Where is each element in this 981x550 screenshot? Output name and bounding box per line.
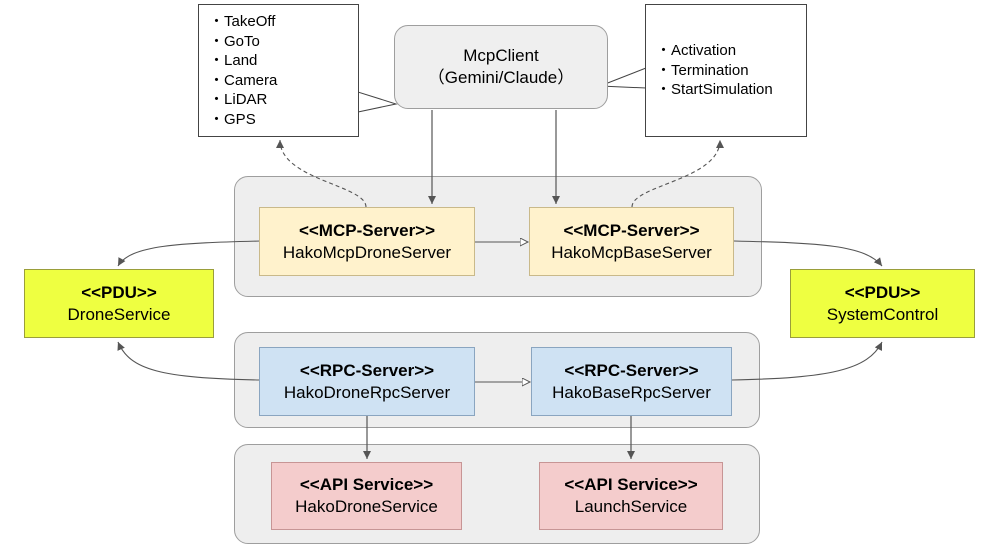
node-name: SystemControl — [826, 304, 939, 324]
drone-tool-item: Camera — [209, 71, 358, 91]
stereotype-label: <<PDU>> — [81, 282, 157, 302]
node-name: HakoMcpBaseServer — [551, 242, 712, 262]
api-drone-service-node: <<API Service>> HakoDroneService — [271, 462, 462, 530]
mcp-drone-to-tools-dashed — [276, 139, 367, 208]
stereotype-label: <<API Service>> — [299, 475, 434, 494]
stereotype-label: <<RPC-Server>> — [299, 360, 435, 380]
node-name: HakoDroneService — [295, 497, 438, 516]
mcp-base-to-tools-dashed — [631, 139, 724, 208]
base-tools-callout: Activation Termination StartSimulation — [645, 4, 807, 137]
drone-tools-list: TakeOff GoTo Land Camera LiDAR GPS — [209, 12, 358, 129]
node-name: HakoMcpDroneServer — [282, 242, 452, 262]
pdu-drone-service-node: <<PDU>> DroneService — [24, 269, 214, 338]
mcp-client-node: McpClient （Gemini/Claude） — [394, 25, 608, 109]
base-tools-list: Activation Termination StartSimulation — [656, 41, 806, 100]
base-tool-item: Termination — [656, 61, 806, 81]
drone-tool-item: TakeOff — [209, 12, 358, 32]
drone-tools-callout: TakeOff GoTo Land Camera LiDAR GPS — [198, 4, 359, 137]
drone-tools-callout-tail — [357, 91, 398, 113]
node-name: LaunchService — [574, 497, 688, 516]
node-name: HakoBaseRpcServer — [552, 382, 711, 402]
mcp-drone-server-node: <<MCP-Server>> HakoMcpDroneServer — [259, 207, 475, 276]
mcp-base-to-pdu-right-curve — [733, 240, 883, 267]
stereotype-label: <<MCP-Server>> — [298, 220, 436, 240]
drone-tool-item: GoTo — [209, 32, 358, 52]
pdu-system-control-node: <<PDU>> SystemControl — [790, 269, 975, 338]
base-tool-item: Activation — [656, 41, 806, 61]
drone-tool-item: Land — [209, 51, 358, 71]
base-tool-item: StartSimulation — [656, 80, 806, 100]
rpc-base-to-pdu-right-curve — [731, 341, 883, 381]
mcp-drone-to-pdu-left-curve — [117, 240, 261, 267]
mcp-base-server-node: <<MCP-Server>> HakoMcpBaseServer — [529, 207, 734, 276]
client-name: McpClient — [463, 46, 539, 65]
client-detail: （Gemini/Claude） — [427, 68, 575, 87]
rpc-drone-server-node: <<RPC-Server>> HakoDroneRpcServer — [259, 347, 475, 416]
rpc-base-server-node: <<RPC-Server>> HakoBaseRpcServer — [531, 347, 732, 416]
stereotype-label: <<RPC-Server>> — [564, 360, 699, 380]
drone-tool-item: GPS — [209, 110, 358, 130]
drone-tool-item: LiDAR — [209, 90, 358, 110]
api-launch-service-node: <<API Service>> LaunchService — [539, 462, 723, 530]
node-name: HakoDroneRpcServer — [283, 382, 451, 402]
stereotype-label: <<PDU>> — [844, 282, 921, 302]
stereotype-label: <<MCP-Server>> — [563, 220, 700, 240]
stereotype-label: <<API Service>> — [564, 475, 698, 494]
rpc-drone-to-pdu-left-curve — [117, 341, 261, 381]
node-name: DroneService — [67, 304, 171, 324]
